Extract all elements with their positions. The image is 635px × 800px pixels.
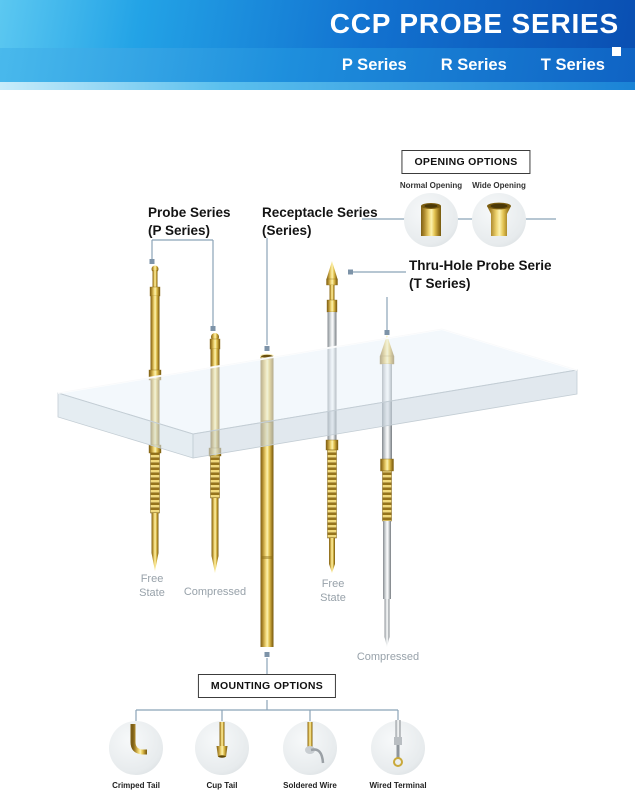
acrylic-plate	[57, 327, 578, 459]
opening-option-label-wide: Wide Opening	[472, 181, 526, 190]
mounting-option-label-cup: Cup Tail	[206, 781, 238, 790]
tab-p-series[interactable]: P Series	[341, 55, 407, 74]
mounting-option-label-wired: Wired Terminal	[369, 781, 427, 790]
state-label-thru-free: Free State	[320, 578, 346, 604]
mounting-cup-inset	[195, 721, 249, 775]
page-title: CCP PROBE SERIES	[329, 8, 619, 39]
callout-line: Receptacle Series	[262, 205, 378, 220]
mounting-crimped-inset	[109, 721, 163, 775]
mounting-soldered-inset	[283, 721, 337, 775]
tab-r-series[interactable]: R Series	[440, 55, 507, 74]
header-strip	[0, 82, 635, 90]
opening-option-label-normal: Normal Opening	[399, 181, 463, 190]
callout-line: (T Series)	[409, 275, 471, 291]
header-accent-square	[612, 47, 621, 56]
callout-probe-series: Probe Series (P Series)	[148, 204, 231, 239]
mounting-wired-inset	[371, 720, 425, 775]
connector-squares	[149, 259, 390, 657]
callout-receptacle-series: Receptacle Series (Series)	[262, 204, 378, 239]
mounting-option-label-soldered: Soldered Wire	[283, 781, 337, 790]
callout-line: Thru-Hole Probe Serie	[409, 258, 552, 273]
mounting-option-label-crimped: Crimped Tail	[112, 781, 160, 790]
callout-thru-hole-series: Thru-Hole Probe Serie (T Series)	[409, 257, 552, 292]
series-tabs: P Series R Series T Series	[0, 48, 635, 82]
state-label-probe-free: Free State	[139, 573, 165, 599]
opening-normal-inset	[404, 193, 458, 247]
mounting-options-box: MOUNTING OPTIONS	[197, 674, 337, 698]
callout-line: Probe Series	[148, 205, 231, 220]
callout-line: (Series)	[262, 222, 312, 238]
state-label-probe-compressed: Compressed	[183, 586, 247, 598]
header: CCP PROBE SERIES	[0, 0, 635, 48]
connector-lines	[135, 218, 556, 721]
opening-options-box: OPENING OPTIONS	[401, 150, 531, 174]
tab-t-series[interactable]: T Series	[540, 55, 605, 74]
callout-line: (P Series)	[148, 222, 211, 238]
opening-wide-inset	[472, 193, 526, 247]
state-label-thru-compressed: Compressed	[356, 651, 420, 663]
